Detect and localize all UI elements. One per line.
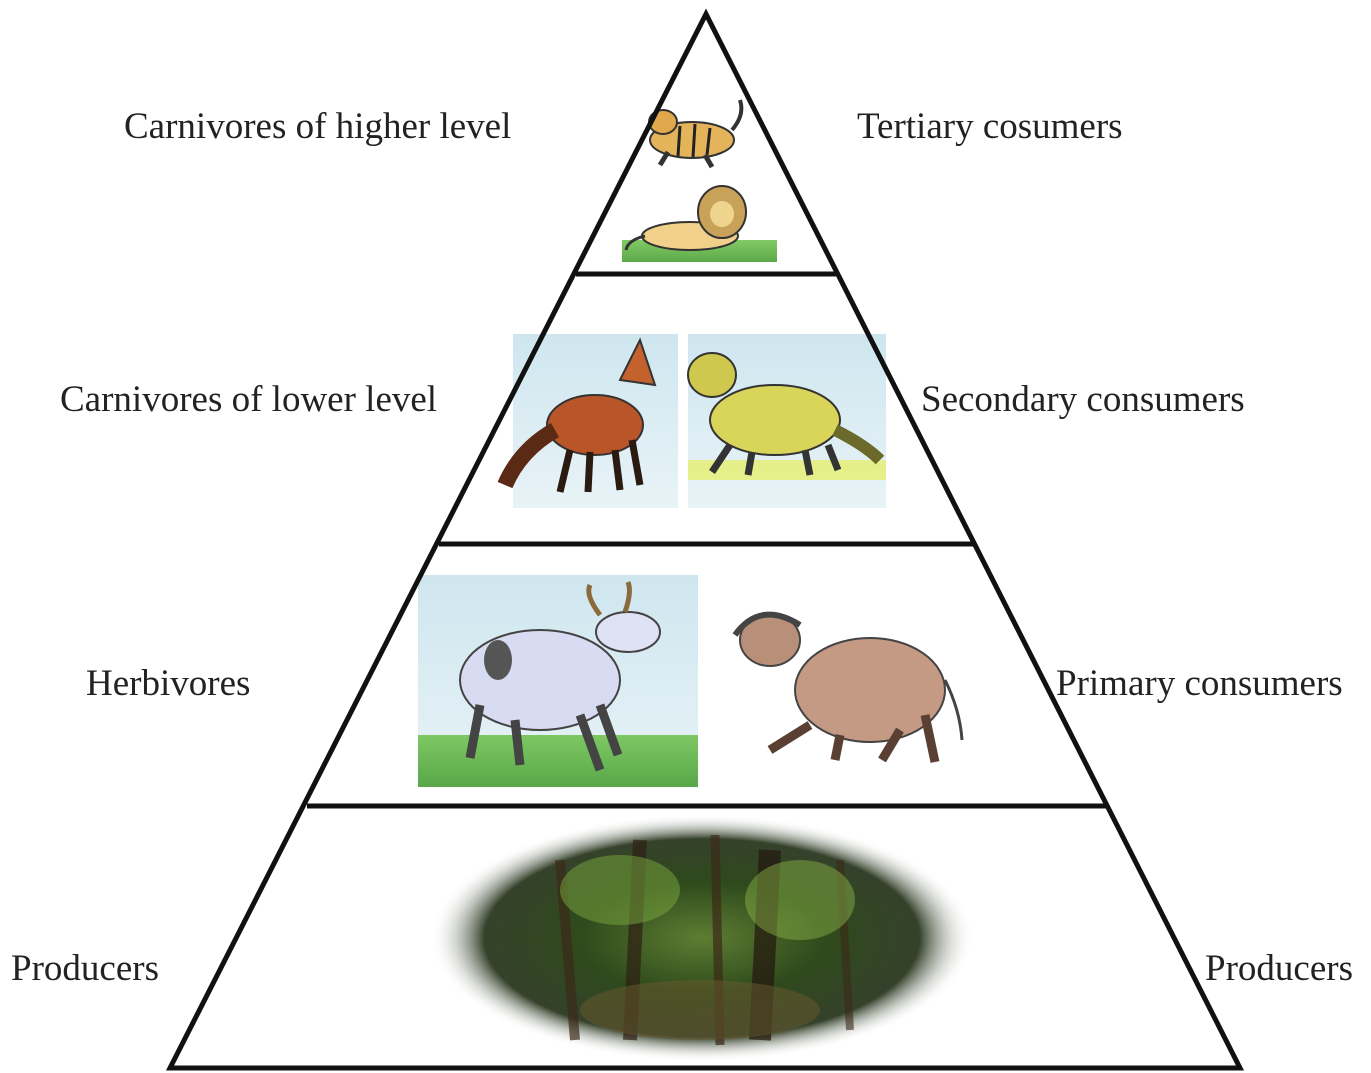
label-producers-left: Producers: [11, 948, 159, 989]
buffalo-image: [732, 611, 964, 763]
label-carnivores-higher: Carnivores of higher level: [124, 106, 512, 147]
lion-image: [622, 185, 777, 262]
pyramid-outline: [165, 8, 1245, 1071]
label-carnivores-lower: Carnivores of lower level: [60, 379, 438, 420]
fox-image: [497, 334, 678, 508]
forest-image: [430, 814, 974, 1062]
label-secondary-consumers: Secondary consumers: [921, 379, 1245, 420]
cow-image: [418, 575, 698, 787]
label-tertiary-consumers: Tertiary cosumers: [857, 106, 1123, 147]
tiger-image: [648, 99, 744, 169]
label-herbivores: Herbivores: [86, 663, 251, 704]
label-primary-consumers: Primary consumers: [1056, 663, 1343, 704]
wolf-image: [687, 334, 886, 508]
label-producers-right: Producers: [1205, 948, 1353, 989]
